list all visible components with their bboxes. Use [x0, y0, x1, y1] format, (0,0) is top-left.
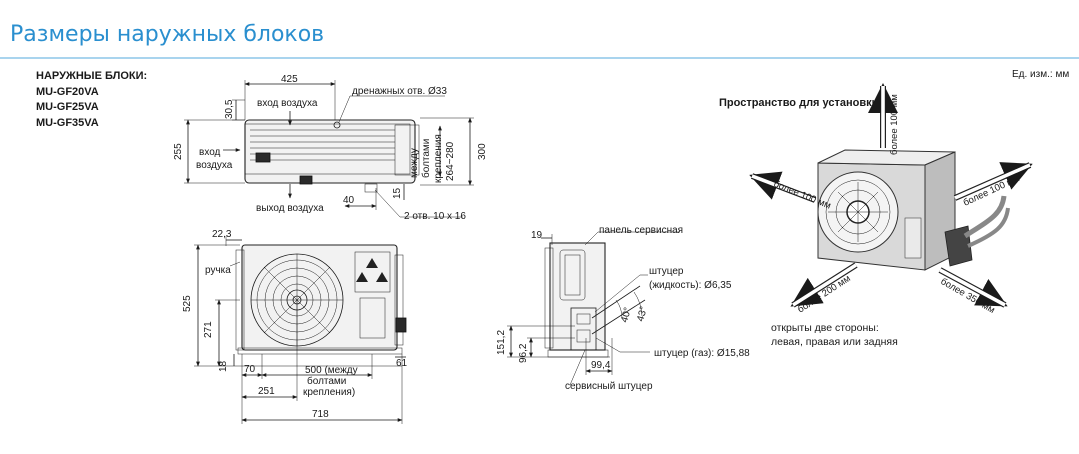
service-panel-label: панель сервисная: [599, 225, 683, 236]
dim-96-2: 96,2: [518, 343, 529, 363]
installation-note-line: открыты две стороны:: [771, 322, 879, 334]
installation-note: открыты две стороны: левая, правая или з…: [771, 321, 898, 349]
dim-30-5: 30,5: [224, 99, 235, 119]
dim-61: 61: [396, 358, 408, 369]
installation-note-line: левая, правая или задняя: [771, 336, 898, 348]
dim-425: 425: [281, 74, 298, 85]
angle-43: 43°: [635, 305, 650, 322]
air-out-label: выход воздуха: [256, 203, 324, 214]
models-block: НАРУЖНЫЕ БЛОКИ: MU-GF20VA MU-GF25VA MU-G…: [36, 69, 147, 131]
dim-525: 525: [182, 295, 193, 312]
front-view-drawing: 22,3 525 271 18 70 251 718 61 ручка 500 …: [182, 229, 408, 424]
gas-fitting-label: штуцер (газ): Ø15,88: [654, 348, 750, 359]
air-in-left-label: воздуха: [196, 160, 233, 171]
installation-space-title: Пространство для установки: [719, 97, 879, 109]
handle-label: ручка: [205, 265, 231, 276]
service-port-label: сервисный штуцер: [565, 381, 653, 392]
title-divider: [0, 57, 1079, 59]
dim-271: 271: [203, 321, 214, 338]
model-item: MU-GF25VA: [36, 101, 99, 113]
clearance-top: более 100 мм: [889, 94, 900, 155]
holes-label: 2 отв. 10 x 16: [404, 211, 466, 222]
dim-151-2: 151,2: [496, 330, 507, 355]
dim-70: 70: [244, 364, 256, 375]
air-in-left-label: вход: [199, 147, 221, 158]
drain-label: дренажных отв. Ø33: [352, 86, 447, 97]
between-bolts-label: болтами: [420, 139, 432, 178]
dim-15: 15: [392, 187, 403, 199]
dim-18: 18: [218, 360, 229, 372]
models-label: НАРУЖНЫЕ БЛОКИ:: [36, 70, 148, 82]
model-item: MU-GF35VA: [36, 116, 99, 129]
between-bolts-label: между: [409, 148, 420, 178]
dim-19: 19: [531, 230, 543, 241]
clearance-front: более 200 мм: [796, 273, 853, 315]
top-view-drawing: 425 30,5 255 300 40 15 вход воздуха вход…: [173, 74, 488, 222]
dim-718: 718: [312, 409, 329, 420]
liquid-fitting-label: штуцер: [649, 266, 684, 277]
dim-40: 40: [343, 195, 355, 206]
installation-space-drawing: более 100 мм более 100 мм более 100 мм б…: [749, 83, 1033, 316]
bolts-label: крепления): [303, 387, 355, 398]
air-in-top-label: вход воздуха: [257, 98, 318, 109]
dim-22-3: 22,3: [212, 229, 232, 240]
bolts-label: болтами: [307, 375, 346, 387]
page-title: Размеры наружных блоков: [10, 22, 325, 47]
dim-251: 251: [258, 386, 275, 397]
dim-99-4: 99,4: [591, 360, 611, 371]
liquid-fitting-label: (жидкость): Ø6,35: [649, 280, 732, 291]
unit-label: Ед. изм.: мм: [1012, 69, 1070, 80]
side-view-drawing: 19 151,2 96,2 99,4 40° 43° панель сервис…: [496, 225, 750, 392]
between-bolts-label: 264~280: [445, 141, 456, 181]
dim-255: 255: [173, 143, 184, 160]
angle-40: 40°: [619, 306, 634, 323]
between-bolts-label: крепления: [433, 134, 444, 183]
model-item: MU-GF20VA: [36, 85, 99, 98]
bolts-label: 500 (между: [305, 365, 358, 376]
dim-300: 300: [477, 143, 488, 160]
